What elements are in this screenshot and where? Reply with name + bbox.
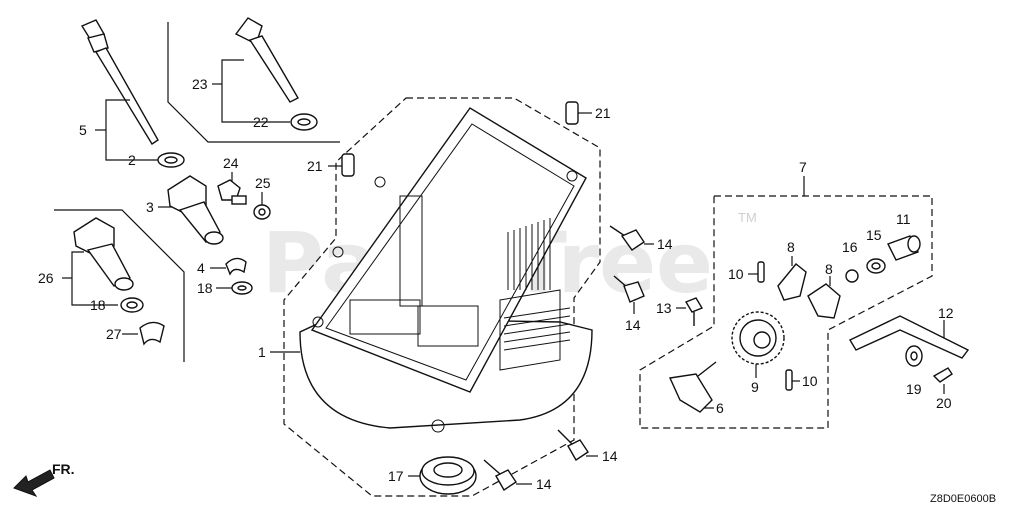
part-oil-seal-17[interactable] bbox=[419, 456, 477, 495]
callout-14d: 14 bbox=[536, 476, 552, 492]
callout-23: 23 bbox=[192, 76, 208, 92]
trademark-text: TM bbox=[738, 210, 757, 225]
part-dipstick[interactable] bbox=[80, 19, 159, 145]
part-governor-shaft-12[interactable] bbox=[849, 315, 970, 359]
callout-18b: 18 bbox=[90, 297, 106, 313]
diagram-code: Z8D0E0600B bbox=[930, 493, 996, 505]
part-washer-22[interactable] bbox=[290, 113, 318, 131]
callout-21b: 21 bbox=[307, 158, 323, 174]
callout-19: 19 bbox=[906, 381, 922, 397]
part-bolt-14b[interactable] bbox=[613, 275, 645, 303]
callout-13: 13 bbox=[656, 300, 672, 316]
part-clip-20[interactable] bbox=[932, 367, 953, 383]
part-weight-8a[interactable] bbox=[777, 263, 807, 301]
part-washer-18a[interactable] bbox=[231, 281, 253, 295]
callout-16: 16 bbox=[842, 239, 858, 255]
callout-4: 4 bbox=[197, 260, 205, 276]
part-clip-4[interactable] bbox=[225, 257, 247, 276]
part-weight-8b[interactable] bbox=[807, 283, 841, 319]
callout-10a: 10 bbox=[728, 266, 744, 282]
part-washer-25[interactable] bbox=[253, 204, 271, 220]
part-pin-10a[interactable] bbox=[757, 261, 765, 283]
part-bolt-13[interactable] bbox=[684, 297, 704, 326]
front-arrow-icon bbox=[13, 469, 55, 497]
callout-6: 6 bbox=[716, 400, 724, 416]
part-sleeve-11[interactable] bbox=[887, 235, 921, 261]
callout-14c: 14 bbox=[602, 448, 618, 464]
callout-22: 22 bbox=[253, 114, 269, 130]
callout-8a: 8 bbox=[787, 239, 795, 255]
callout-8b: 8 bbox=[825, 261, 833, 277]
part-governor-arm-6[interactable] bbox=[668, 361, 717, 413]
part-crankcase-cover-1[interactable] bbox=[299, 107, 593, 433]
part-dipstick-23[interactable] bbox=[234, 17, 299, 103]
part-bolt-14d[interactable] bbox=[483, 459, 517, 491]
part-washer-19[interactable] bbox=[905, 345, 923, 367]
part-dowel-21a[interactable] bbox=[565, 101, 579, 125]
part-oil-filler-26[interactable] bbox=[73, 217, 134, 291]
part-oil-filler-3[interactable] bbox=[167, 175, 224, 245]
part-washer-15[interactable] bbox=[866, 258, 886, 274]
callout-14a: 14 bbox=[657, 236, 673, 252]
callout-3: 3 bbox=[146, 199, 154, 215]
callout-2: 2 bbox=[128, 152, 136, 168]
callout-12: 12 bbox=[938, 305, 954, 321]
callout-10b: 10 bbox=[802, 373, 818, 389]
part-clip-27[interactable] bbox=[139, 321, 165, 346]
callout-1: 1 bbox=[258, 344, 266, 360]
part-governor-gear-9[interactable] bbox=[731, 311, 785, 365]
callout-11: 11 bbox=[896, 211, 911, 227]
part-pin-10b[interactable] bbox=[785, 369, 793, 391]
callout-26: 26 bbox=[38, 270, 54, 286]
callout-18a: 18 bbox=[197, 280, 213, 296]
callout-9: 9 bbox=[751, 379, 759, 395]
callout-24: 24 bbox=[223, 155, 239, 171]
callout-27: 27 bbox=[106, 326, 122, 342]
part-washer-18b[interactable] bbox=[120, 297, 144, 313]
callout-7: 7 bbox=[799, 159, 807, 175]
part-bolt-24[interactable] bbox=[217, 179, 247, 205]
callout-17: 17 bbox=[388, 468, 404, 484]
part-clip-16[interactable] bbox=[845, 269, 859, 283]
callout-21a: 21 bbox=[595, 105, 611, 121]
callout-14b: 14 bbox=[625, 317, 641, 333]
callout-20: 20 bbox=[936, 395, 952, 411]
front-label: FR. bbox=[52, 461, 75, 477]
part-bolt-14c[interactable] bbox=[557, 429, 589, 461]
part-dowel-21b[interactable] bbox=[341, 153, 355, 177]
part-bolt-14a[interactable] bbox=[609, 225, 645, 251]
callout-15: 15 bbox=[866, 227, 882, 243]
callout-5: 5 bbox=[79, 122, 87, 138]
callout-25: 25 bbox=[255, 175, 271, 191]
part-washer-2[interactable] bbox=[157, 152, 185, 168]
